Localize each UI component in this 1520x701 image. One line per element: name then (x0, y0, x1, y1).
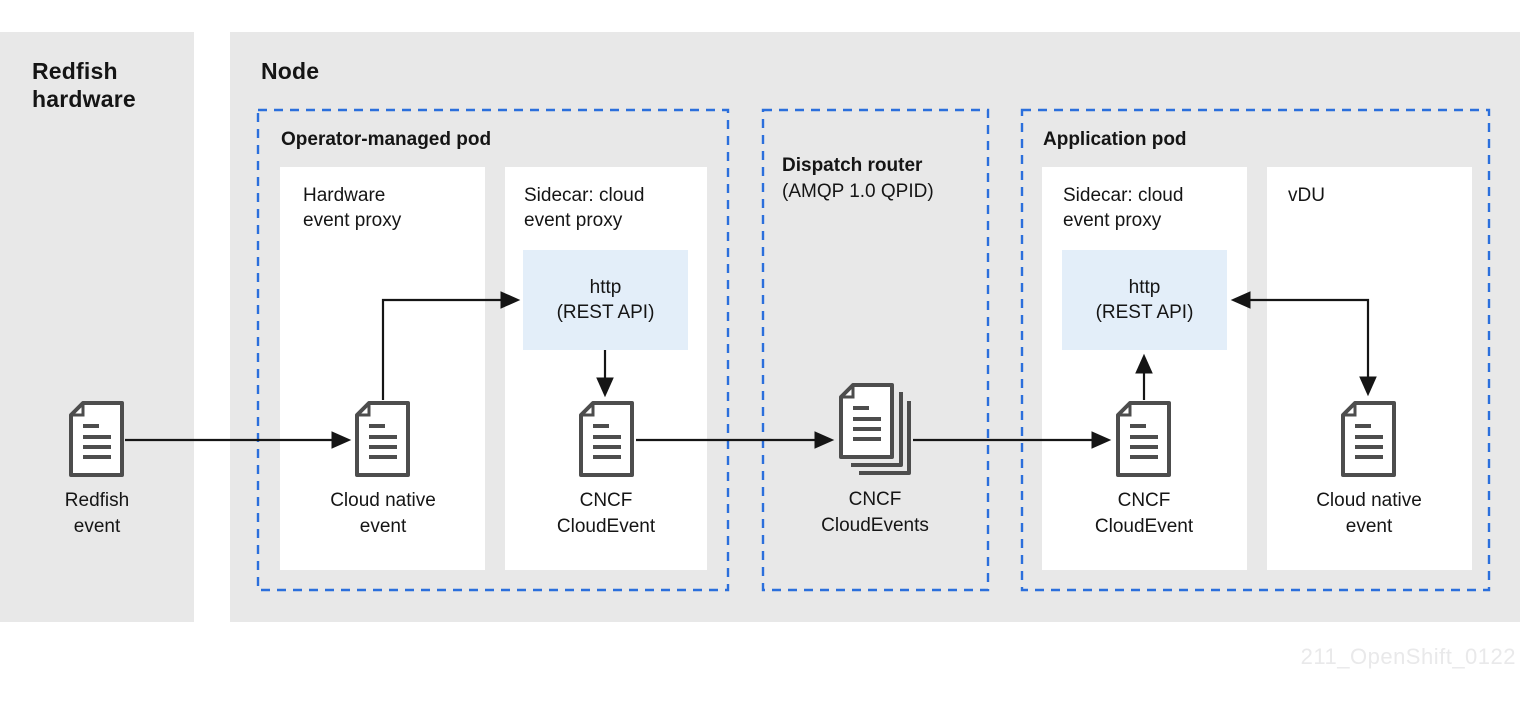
vdu-label: vDU (1288, 185, 1325, 206)
cloud-native-event-right-caption: Cloud native event (1316, 490, 1422, 537)
redfish-event-caption: Redfish event (64, 490, 130, 537)
dispatch-router-title: Dispatch router (AMQP 1.0 QPID) (782, 127, 934, 231)
http-rest-api-box-left: http (REST API) (523, 250, 688, 350)
cncf-cloudevent-right-caption: CNCF CloudEvent (1094, 490, 1194, 537)
sidecar-right-label: Sidecar: cloud event proxy (1063, 185, 1184, 231)
operator-pod-title: Operator-managed pod (281, 129, 492, 150)
node-title: Node (261, 58, 320, 84)
redfish-hardware-panel (0, 32, 194, 622)
dispatch-router-subtitle: (AMQP 1.0 QPID) (782, 181, 934, 202)
cncf-cloudevent-left-caption: CNCF CloudEvent (556, 490, 656, 537)
hardware-event-proxy-label: Hardware event proxy (303, 185, 402, 231)
sidecar-left-label: Sidecar: cloud event proxy (524, 185, 645, 231)
application-pod-title: Application pod (1043, 129, 1187, 150)
cloud-native-event-left-caption: Cloud native event (330, 490, 436, 537)
http-rest-api-box-right: http (REST API) (1062, 250, 1227, 350)
watermark-text: 211_OpenShift_0122 (1300, 644, 1516, 669)
dispatch-router-title-text: Dispatch router (782, 155, 923, 176)
redfish-hardware-title: Redfish hardware (32, 58, 136, 112)
cncf-cloudevents-stack-caption: CNCF CloudEvents (821, 489, 929, 536)
